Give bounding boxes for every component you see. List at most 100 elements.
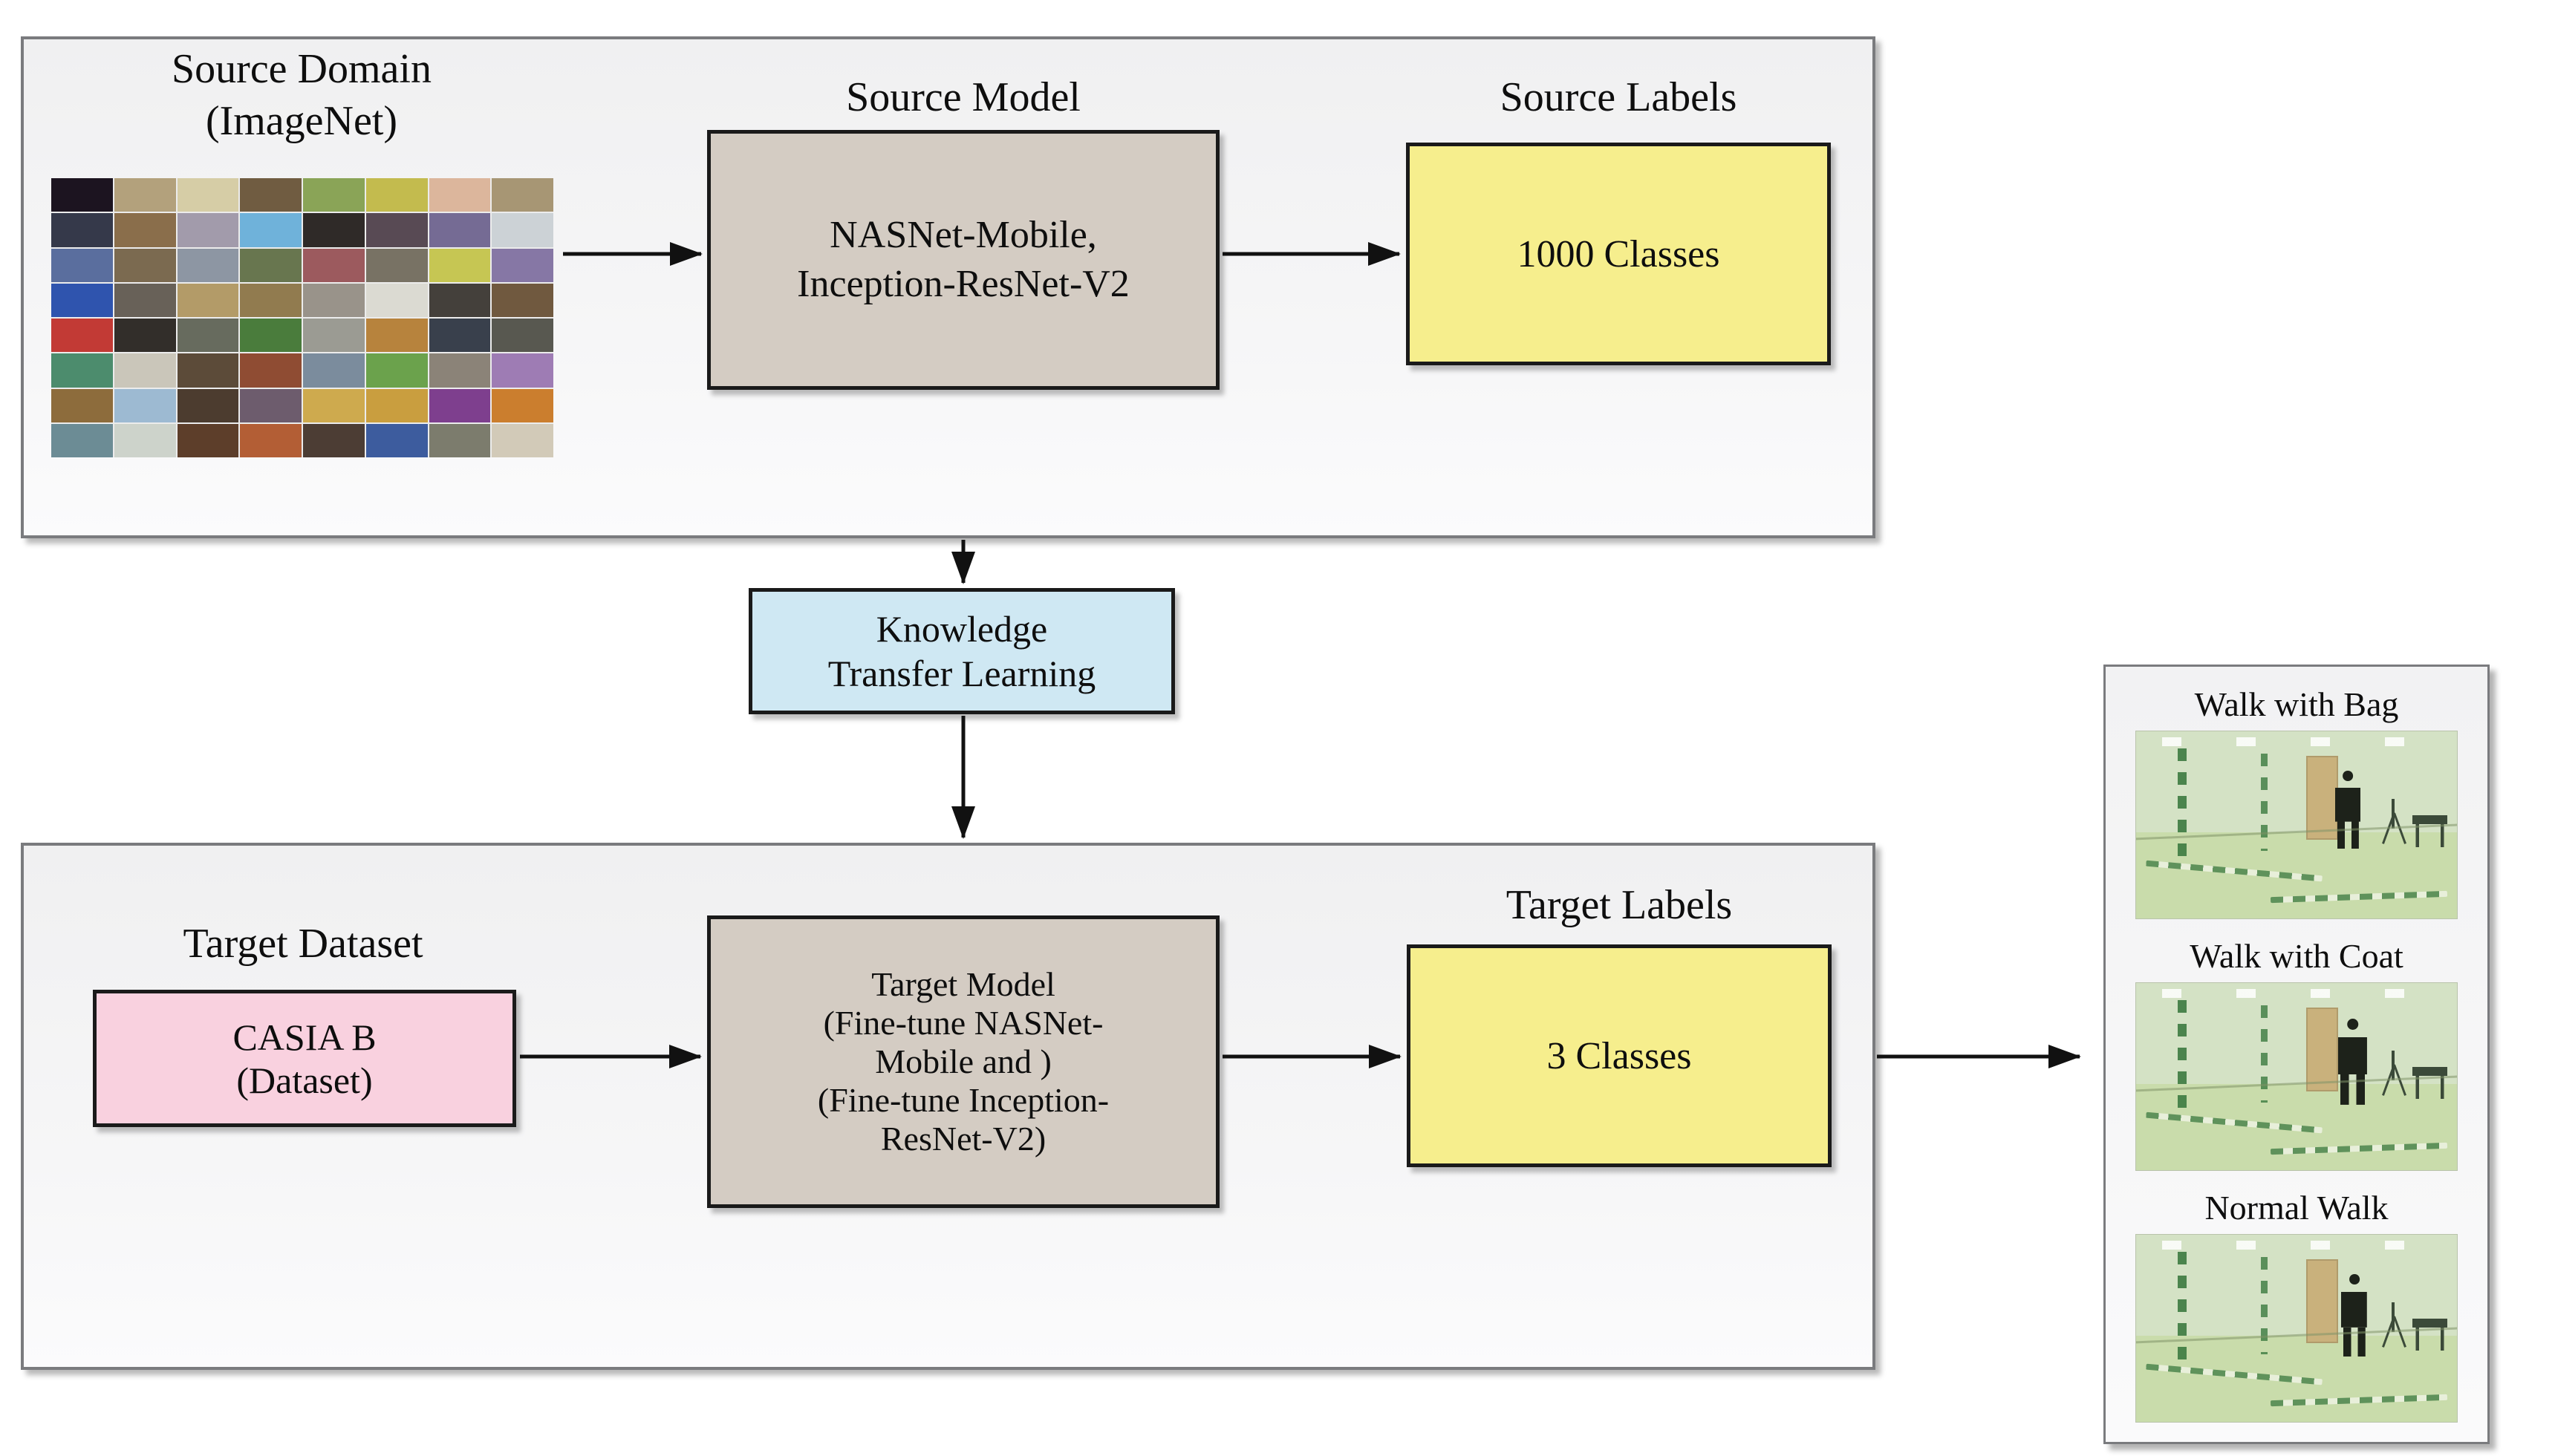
collage-tile xyxy=(240,353,302,388)
collage-tile xyxy=(303,213,365,247)
collage-tile xyxy=(303,423,365,457)
floor-marker-line xyxy=(2271,1143,2448,1155)
collage-tile xyxy=(114,353,176,388)
collage-tile xyxy=(365,423,428,457)
gallery-item: Normal Walk xyxy=(2106,1188,2487,1423)
source-domain-label-line2: (ImageNet) xyxy=(205,98,398,144)
collage-tile xyxy=(177,319,239,353)
collage-tile xyxy=(429,388,491,422)
collage-tile xyxy=(365,319,428,353)
target-model-box-line1: Target Model xyxy=(871,965,1055,1003)
collage-tile xyxy=(51,248,113,282)
collage-tile xyxy=(492,319,553,353)
floor-marker-line xyxy=(2271,891,2448,904)
collage-tile xyxy=(177,248,239,282)
gait-scene-normal-walk xyxy=(2135,1234,2458,1423)
collage-tile xyxy=(114,283,176,317)
floor-marker-line xyxy=(2146,860,2323,882)
collage-tile xyxy=(177,213,239,247)
collage-tile xyxy=(240,319,302,353)
collage-tile xyxy=(492,423,553,457)
collage-tile xyxy=(365,178,428,212)
collage-tile xyxy=(429,248,491,282)
collage-tile xyxy=(51,213,113,247)
collage-tile xyxy=(303,178,365,212)
camera-tripod-icon xyxy=(2380,798,2407,846)
collage-tile xyxy=(240,388,302,422)
gallery-item: Walk with Bag xyxy=(2106,685,2487,919)
knowledge-transfer-box: Knowledge Transfer Learning xyxy=(749,588,1175,714)
collage-tile xyxy=(240,423,302,457)
collage-tile xyxy=(177,283,239,317)
gait-scene-walk-with-bag xyxy=(2135,731,2458,919)
collage-tile xyxy=(51,353,113,388)
collage-tile xyxy=(177,423,239,457)
knowledge-transfer-line1: Knowledge xyxy=(876,608,1048,650)
collage-tile xyxy=(51,178,113,212)
gallery-item: Walk with Coat xyxy=(2106,936,2487,1171)
door xyxy=(2305,1259,2339,1344)
collage-tile xyxy=(303,388,365,422)
source-model-box-line2: Inception-ResNet-V2 xyxy=(797,263,1130,305)
collage-tile xyxy=(303,319,365,353)
camera-tripod-icon xyxy=(2380,1050,2407,1098)
collage-tile xyxy=(365,248,428,282)
wall-marker-strip xyxy=(2261,754,2268,852)
collage-tile xyxy=(51,319,113,353)
collage-tile xyxy=(492,213,553,247)
collage-tile xyxy=(240,283,302,317)
wall-marker-strip xyxy=(2178,999,2187,1109)
floor-marker-line xyxy=(2146,1363,2323,1385)
collage-tile xyxy=(177,388,239,422)
casia-dataset-box-line2: (Dataset) xyxy=(236,1059,373,1101)
target-model-box-line3: Mobile and ) xyxy=(875,1042,1052,1080)
collage-tile xyxy=(114,423,176,457)
collage-tile xyxy=(365,213,428,247)
source-labels-box: 1000 Classes xyxy=(1406,143,1831,365)
table xyxy=(2412,1319,2448,1351)
collage-tile xyxy=(429,213,491,247)
collage-tile xyxy=(429,423,491,457)
target-model-box-line4: (Fine-tune Inception- xyxy=(817,1081,1110,1119)
source-model-box-line1: NASNet-Mobile, xyxy=(830,214,1097,256)
gallery-label: Walk with Bag xyxy=(2194,685,2399,723)
table xyxy=(2412,1067,2448,1100)
collage-tile xyxy=(114,319,176,353)
source-domain-label: Source Domain (ImageNet) xyxy=(42,43,562,147)
collage-tile xyxy=(240,178,302,212)
collage-tile xyxy=(51,388,113,422)
wall-marker-strip xyxy=(2178,748,2187,857)
wall-marker-strip xyxy=(2178,1251,2187,1360)
collage-tile xyxy=(429,353,491,388)
person-silhouette xyxy=(2338,1019,2367,1105)
collage-tile xyxy=(492,388,553,422)
door xyxy=(2305,1007,2339,1092)
collage-tile xyxy=(114,213,176,247)
collage-tile xyxy=(51,283,113,317)
source-model-label: Source Model xyxy=(846,74,1081,120)
collage-tile xyxy=(51,423,113,457)
collage-tile xyxy=(177,178,239,212)
collage-tile xyxy=(114,388,176,422)
target-labels-box: 3 Classes xyxy=(1407,944,1832,1167)
gallery-label: Walk with Coat xyxy=(2190,937,2403,975)
wall-marker-strip xyxy=(2261,1005,2268,1103)
casia-dataset-box: CASIA B (Dataset) xyxy=(93,990,516,1127)
gallery-label: Normal Walk xyxy=(2204,1189,2389,1227)
collage-tile xyxy=(429,283,491,317)
target-labels-label: Target Labels xyxy=(1506,882,1733,928)
collage-tile xyxy=(303,248,365,282)
knowledge-transfer-line2: Transfer Learning xyxy=(827,653,1096,694)
collage-tile xyxy=(492,353,553,388)
gait-scene-walk-with-coat xyxy=(2135,982,2458,1171)
imagenet-collage xyxy=(51,178,553,457)
person-silhouette xyxy=(2341,1274,2367,1357)
floor-marker-line xyxy=(2271,1394,2448,1407)
collage-tile xyxy=(365,283,428,317)
collage-tile xyxy=(114,178,176,212)
table xyxy=(2412,815,2448,848)
wall-marker-strip xyxy=(2261,1257,2268,1355)
source-labels-box-text: 1000 Classes xyxy=(1517,232,1720,275)
collage-tile xyxy=(429,319,491,353)
